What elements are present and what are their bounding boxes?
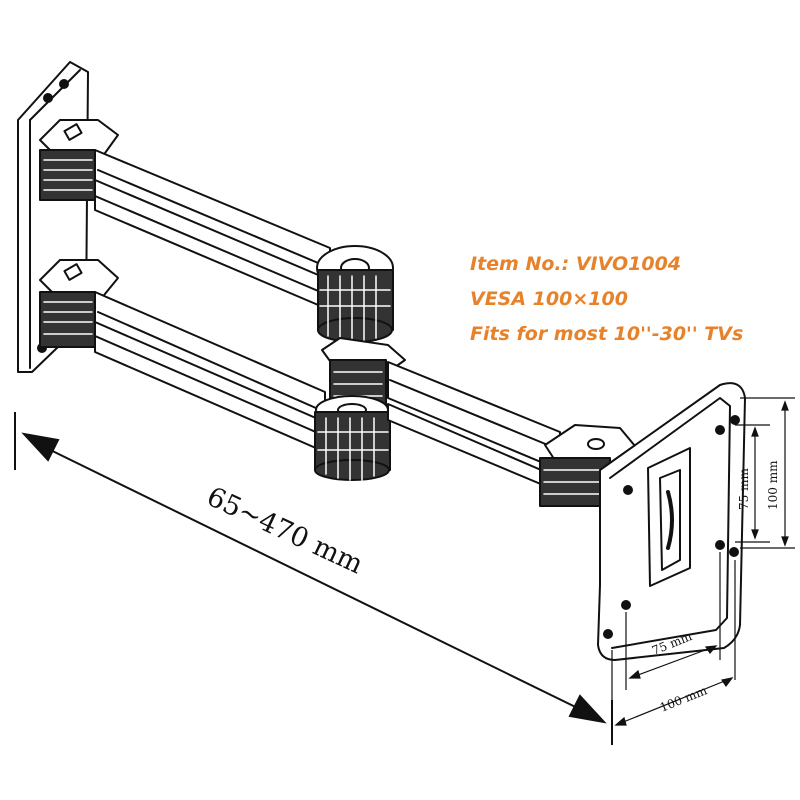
upper-wall-hinge: [39, 119, 119, 201]
middle-joint: [314, 245, 406, 481]
vesa-v-small-label: 75 mm: [737, 468, 751, 510]
vesa-spec-text: VESA 100×100: [470, 288, 628, 310]
reach-dimension: [14, 412, 613, 745]
outer-arm: [387, 361, 561, 491]
item-number-text: Item No.: VIVO1004: [470, 253, 682, 275]
vesa-plate: [597, 382, 746, 661]
lower-wall-hinge: [39, 259, 119, 348]
vesa-h-large-label: 100 mm: [658, 683, 710, 715]
tv-size-text: Fits for most 10''-30'' TVs: [470, 323, 744, 345]
vesa-horizontal-dimensions: [611, 552, 736, 735]
vesa-vertical-dimensions: [735, 397, 795, 549]
upper-arm: [94, 149, 331, 311]
vesa-v-large-label: 100 mm: [766, 460, 780, 510]
lower-arm: [94, 291, 326, 453]
